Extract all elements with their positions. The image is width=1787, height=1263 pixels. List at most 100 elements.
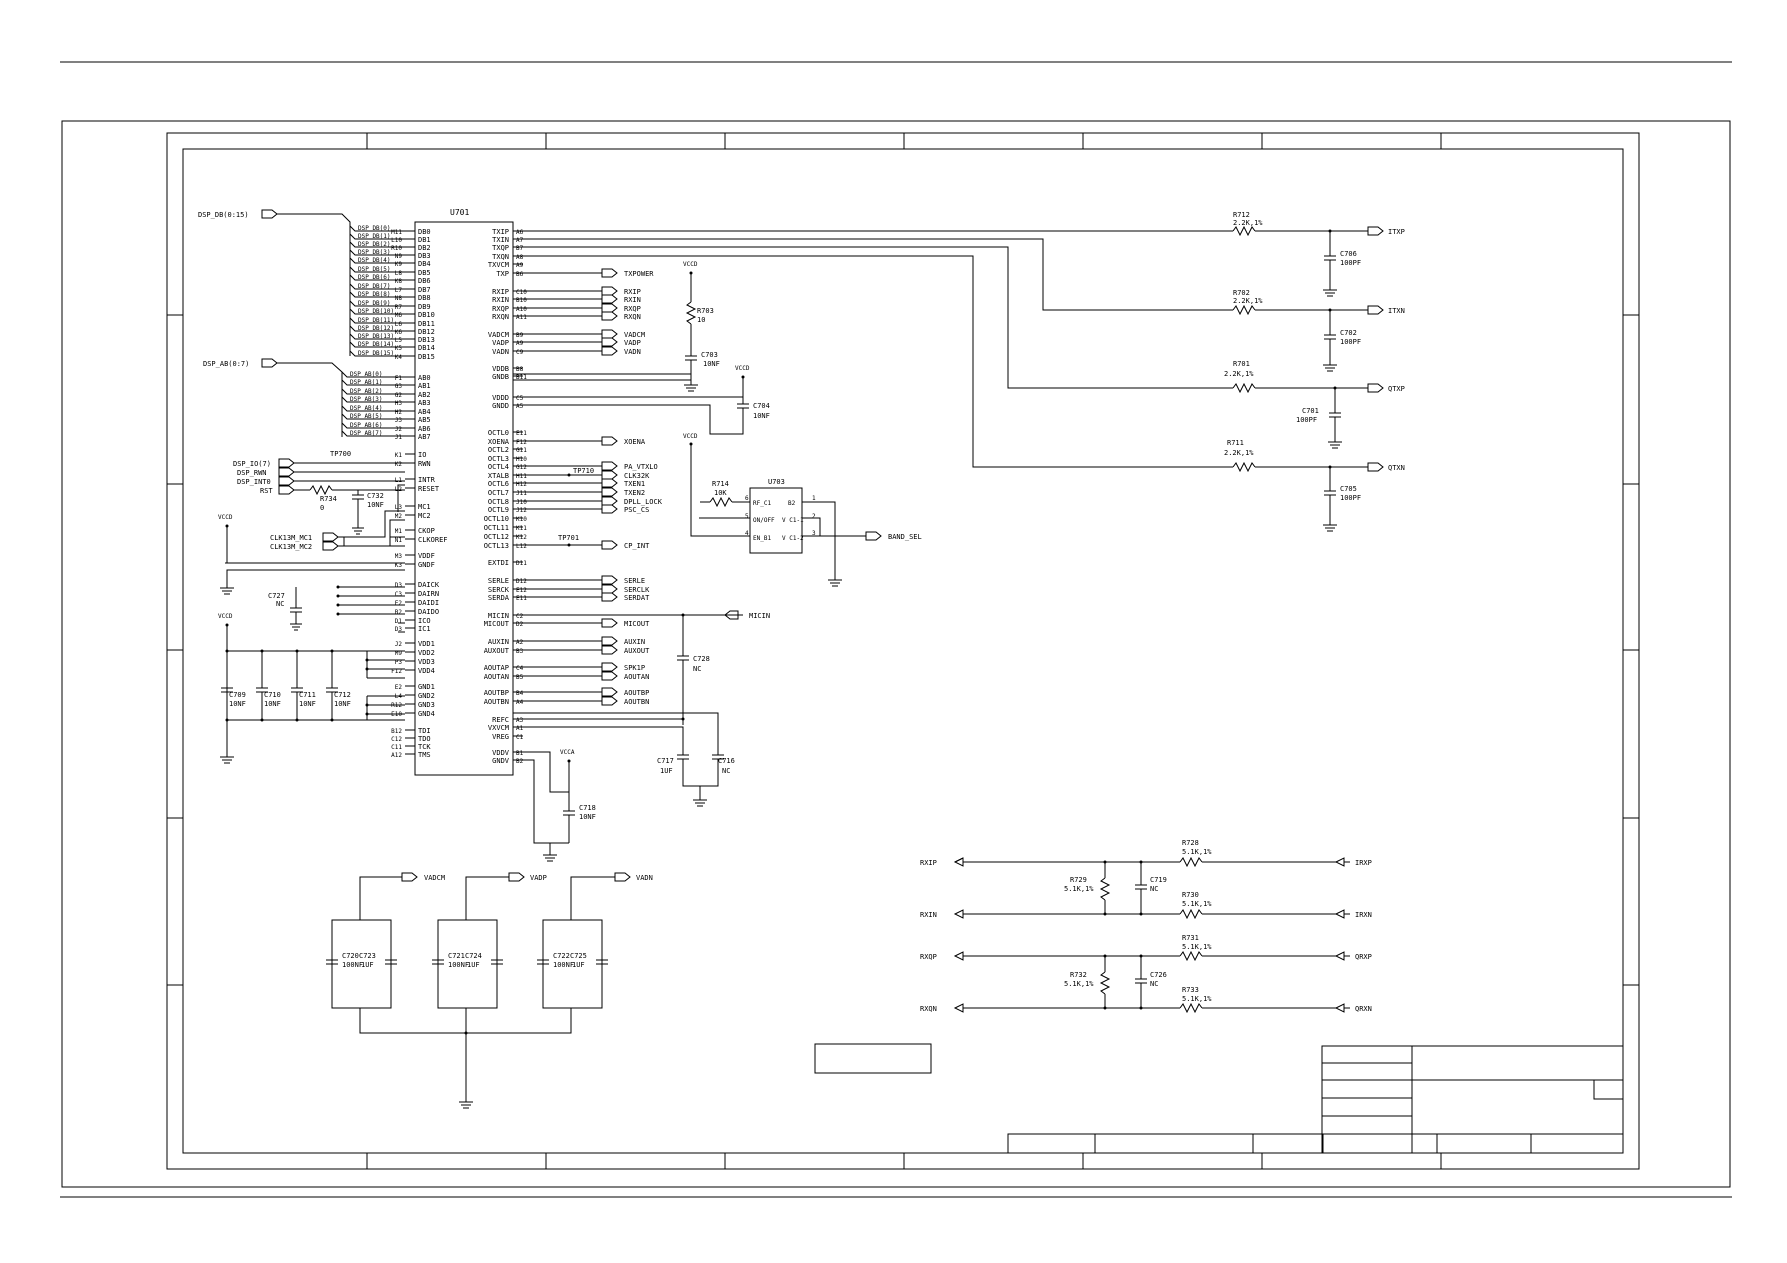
u701-pin-name: AOUTAP: [484, 664, 509, 672]
u701-pin-name: VDDB: [492, 365, 509, 373]
u701-pin-name: AB7: [418, 433, 431, 441]
r729-ref: R729: [1070, 876, 1087, 884]
r733-val: 5.1K,1%: [1182, 995, 1212, 1003]
u701-pin-number: C2: [516, 613, 524, 620]
ab-bus-tap: [341, 422, 405, 429]
u701-pin-number: C10: [516, 289, 527, 296]
u701-pin-number: M9: [395, 650, 403, 657]
clk-mc1-label: CLK13M_MC1: [270, 534, 312, 542]
xoena-label: XOENA: [624, 438, 646, 446]
vccd-r703-label: VCCD: [683, 261, 698, 268]
vadp-bottom-label: VADP: [530, 874, 547, 882]
u701-pin-number: A9: [516, 262, 524, 269]
r729-val: 5.1K,1%: [1064, 885, 1094, 893]
u701-pin-name: AB4: [418, 408, 431, 416]
u701-pin-number: J12: [516, 507, 527, 514]
u701-pin-name: TXIP: [492, 228, 509, 236]
r702-ref: R702: [1233, 289, 1250, 297]
u701-pin-number: H3: [395, 400, 403, 407]
r701-val: 2.2K,1%: [1224, 370, 1254, 378]
u701-pin-number: K4: [395, 354, 403, 361]
u701-pin-number: A10: [516, 306, 527, 313]
r712-resistor: [1232, 225, 1256, 237]
u701-pin-name: OCTL7: [488, 489, 509, 497]
db-bus-tap: [349, 266, 405, 273]
r730-resistor: [1179, 908, 1203, 920]
u701-pin-number: E2: [395, 600, 403, 607]
u701-pin-number: C9: [516, 349, 524, 356]
u701-pin-name: TXQP: [492, 244, 509, 252]
db-bus-tap: [349, 241, 405, 248]
octl-port: [601, 504, 618, 514]
c720-ref: C720: [342, 952, 359, 960]
u703-lbl-enb1: EN_B1: [753, 535, 771, 542]
outer-border: [61, 120, 1731, 1188]
u701-pin-name: DB3: [418, 252, 431, 260]
micout-label: MICOUT: [624, 620, 650, 628]
u701-pin-number: A11: [516, 314, 527, 321]
vad-port: [601, 329, 618, 339]
u701-pin-number: F12: [391, 668, 402, 675]
u701-pin-name: RXIN: [492, 296, 509, 304]
u701-pin-number: B12: [391, 728, 402, 735]
db-tap-label: DSP_DB(10): [358, 308, 394, 315]
u703-pin-5: 5: [745, 513, 749, 520]
rx-port: [601, 286, 618, 296]
qtxn-label: QTXN: [1388, 464, 1405, 472]
c720-val: 100NF: [342, 961, 363, 969]
u701-pin-name: GNDD: [492, 402, 509, 410]
dsp-db-label: DSP_DB(0:15): [198, 211, 249, 219]
u701-pin-name: AB5: [418, 416, 431, 424]
u701-pin-number: K9: [395, 261, 403, 268]
aux-port: [601, 636, 618, 646]
u701-pin-number: B5: [516, 674, 524, 681]
u701-pin-number: R10: [391, 245, 402, 252]
u701-pin-name: MC1: [418, 503, 431, 511]
u701-pin-name: OCTL9: [488, 506, 509, 514]
db-bus-tap: [349, 291, 405, 298]
u701-pin-name: MICOUT: [484, 620, 510, 628]
u701-pin-name: TDO: [418, 735, 431, 743]
clk-mc2-label: CLK13M_MC2: [270, 543, 312, 551]
ab-tap-label: DSP_AB(7): [350, 430, 383, 437]
u701-pin-name: GND1: [418, 683, 435, 691]
r711-ref: R711: [1227, 439, 1244, 447]
db-bus-tap: [349, 283, 405, 290]
c725-ref: C725: [570, 952, 587, 960]
u701-pin-name: SERCK: [488, 586, 510, 594]
u701-pin-name: DB11: [418, 320, 435, 328]
vad-label: VADN: [624, 348, 641, 356]
c719-val: NC: [1150, 885, 1158, 893]
octl-port: [601, 496, 618, 506]
db-bus-tap: [349, 274, 405, 281]
u701-pin-number: N1: [395, 537, 403, 544]
u701-pin-name: OCTL10: [484, 515, 509, 523]
octl-label: DPLL_LOCK: [624, 498, 663, 506]
c710-val: 10NF: [264, 700, 281, 708]
u701-pin-number: A4: [516, 699, 524, 706]
r703-ref: R703: [697, 307, 714, 315]
c723-val: 1UF: [361, 961, 374, 969]
u701-pin-number: J11: [516, 490, 527, 497]
u701-pin-number: H12: [516, 481, 527, 488]
u701-pin-number: B7: [516, 245, 524, 252]
junction: [295, 718, 299, 722]
u701-pin-number: J2: [395, 641, 403, 648]
octl-label: TXEN1: [624, 480, 645, 488]
u701-pin-name: TXP: [496, 270, 509, 278]
spk-label: AOUTAN: [624, 673, 649, 681]
u701-pin-name: RXIP: [492, 288, 509, 296]
c726-ref: C726: [1150, 971, 1167, 979]
u701-pin-name: IO: [418, 451, 426, 459]
vadcm-bottom-label: VADCM: [424, 874, 445, 882]
c728-val: NC: [693, 665, 701, 673]
u701-pin-name: DB0: [418, 228, 431, 236]
u701-pin-number: M6: [395, 312, 403, 319]
c718-val: 10NF: [579, 813, 596, 821]
rxqp-left-label: RXQP: [920, 953, 937, 961]
c723-ref: C723: [359, 952, 376, 960]
r734-resistor: [309, 484, 333, 496]
zone-ticks: [167, 133, 1639, 1169]
u701-pin-number: B9: [516, 332, 524, 339]
qtxp-label: QTXP: [1388, 385, 1405, 393]
